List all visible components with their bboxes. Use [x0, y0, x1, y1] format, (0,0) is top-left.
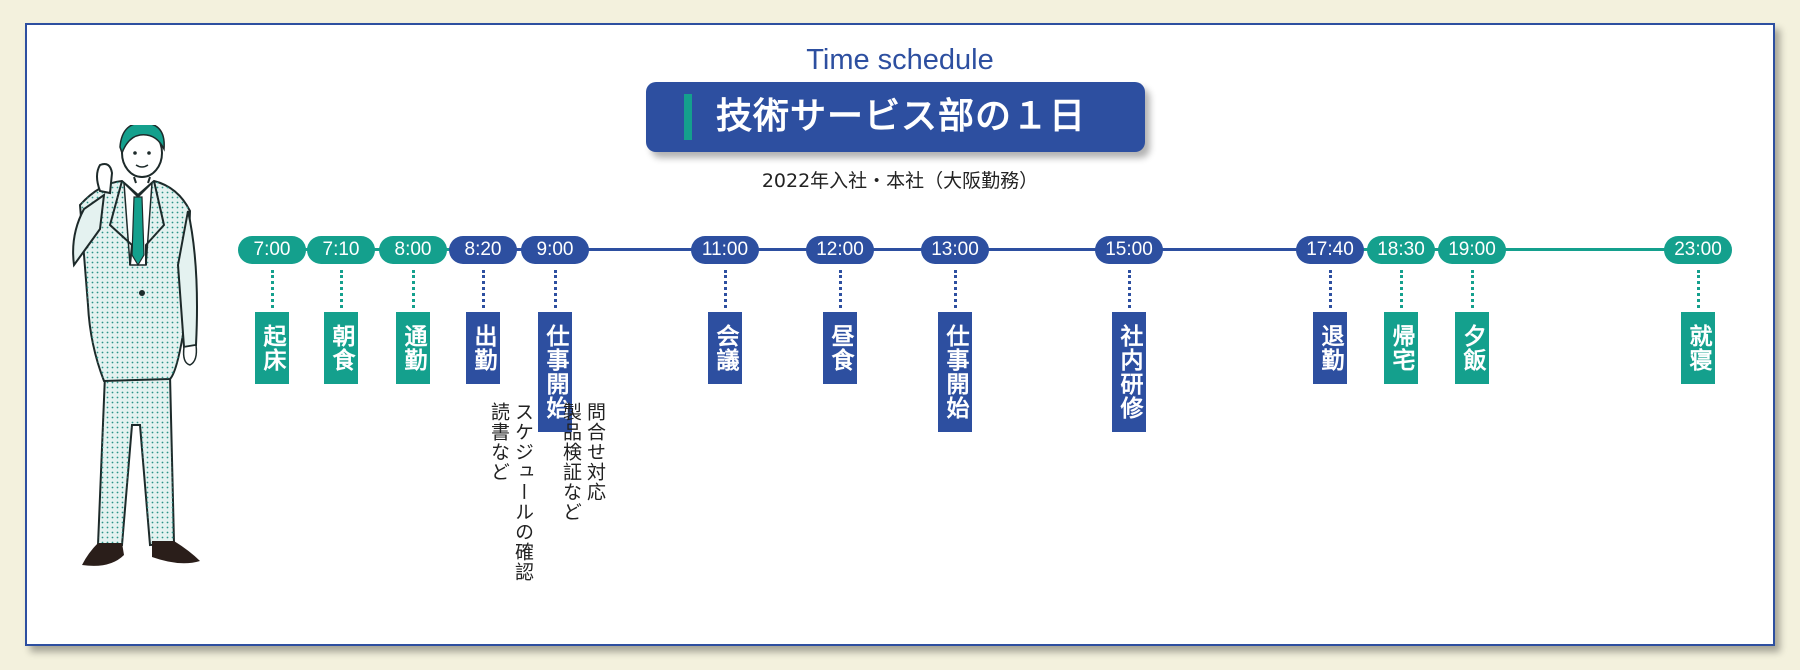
time-pill: 7:10	[307, 236, 375, 264]
connector-dots	[271, 270, 274, 308]
title-banner: 技術サービス部の１日	[646, 82, 1145, 152]
activity-label: 通勤	[396, 312, 430, 384]
timeline-axis-teal	[1330, 248, 1698, 251]
time-pill: 7:00	[238, 236, 306, 264]
activity-label: 帰宅	[1384, 312, 1418, 384]
time-pill: 19:00	[1438, 236, 1506, 264]
time-pill: 15:00	[1095, 236, 1163, 264]
activity-note-line: スケジュールの確認	[512, 402, 534, 582]
connector-dots	[412, 270, 415, 308]
activity-note: スケジュールの確認読書など	[487, 402, 535, 582]
timeline-axis-teal	[272, 248, 483, 251]
title-accent-bar	[684, 94, 692, 140]
activity-note: 問合せ対応製品検証など	[559, 402, 607, 522]
time-pill: 9:00	[521, 236, 589, 264]
employee-profile: 2022年入社・本社（大阪勤務）	[761, 170, 1039, 192]
time-pill: 17:40	[1296, 236, 1364, 264]
connector-dots	[554, 270, 557, 308]
activity-label: 会議	[708, 312, 742, 384]
activity-label: 出勤	[466, 312, 500, 384]
connector-dots	[340, 270, 343, 308]
eyebrow-heading: Time schedule	[806, 44, 994, 76]
time-pill: 8:00	[379, 236, 447, 264]
connector-dots	[1329, 270, 1332, 308]
businessman-illustration	[72, 125, 200, 566]
activity-label: 仕事開始	[538, 312, 572, 432]
activity-label: 仕事開始	[938, 312, 972, 432]
activity-note-line: 問合せ対応	[584, 402, 606, 502]
timeline-axis-blue	[483, 248, 1330, 251]
activity-label: 朝食	[324, 312, 358, 384]
connector-dots	[1697, 270, 1700, 308]
activity-note-line: 読書など	[488, 402, 510, 482]
connector-dots	[839, 270, 842, 308]
activity-label: 社内研修	[1112, 312, 1146, 432]
connector-dots	[1128, 270, 1131, 308]
page-title: 技術サービス部の１日	[716, 96, 1087, 137]
connector-dots	[954, 270, 957, 308]
time-pill: 12:00	[806, 236, 874, 264]
activity-label: 退勤	[1313, 312, 1347, 384]
time-pill: 23:00	[1664, 236, 1732, 264]
activity-label: 就寝	[1681, 312, 1715, 384]
connector-dots	[724, 270, 727, 308]
time-pill: 11:00	[691, 236, 759, 264]
time-pill: 13:00	[921, 236, 989, 264]
activity-label: 昼食	[823, 312, 857, 384]
connector-dots	[482, 270, 485, 308]
time-pill: 18:30	[1367, 236, 1435, 264]
activity-note-line: 製品検証など	[560, 402, 582, 522]
activity-label: 起床	[255, 312, 289, 384]
connector-dots	[1400, 270, 1403, 308]
connector-dots	[1471, 270, 1474, 308]
activity-label: 夕飯	[1455, 312, 1489, 384]
time-pill: 8:20	[449, 236, 517, 264]
